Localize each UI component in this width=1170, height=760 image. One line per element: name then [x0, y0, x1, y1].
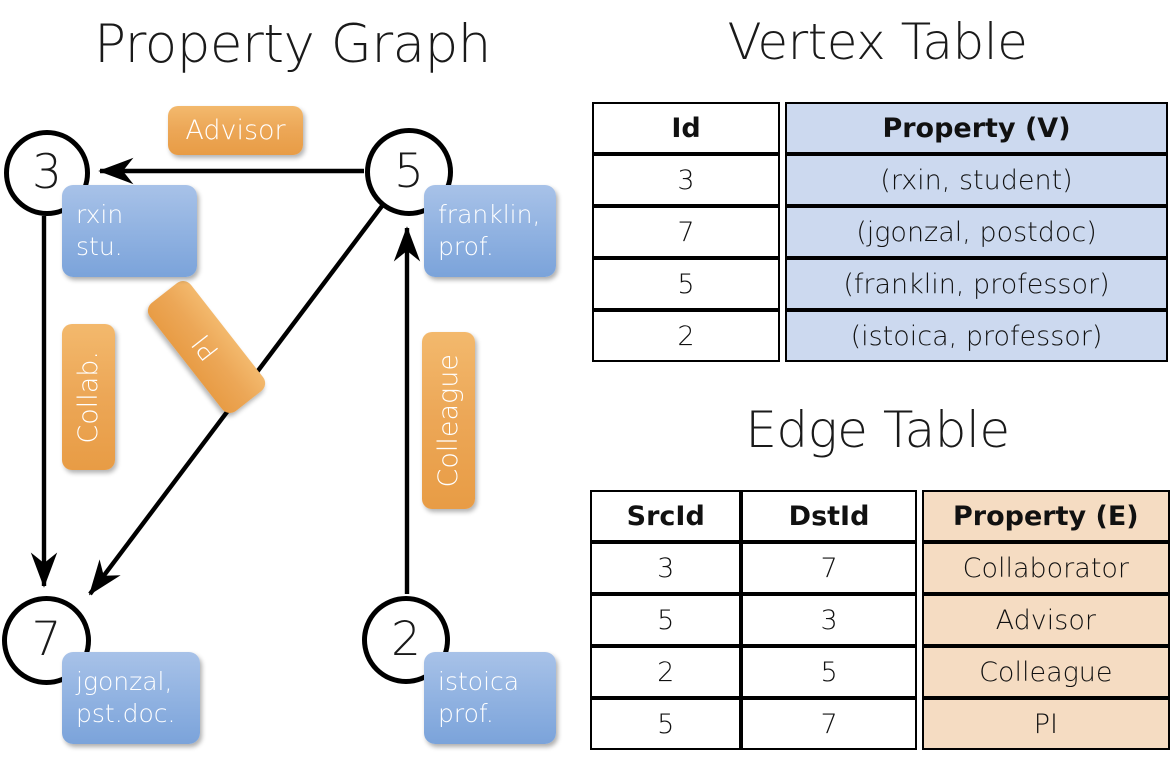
edge-row-2-dst: 5: [741, 646, 917, 698]
graph-node-2[interactable]: 2: [362, 596, 450, 684]
column-gap: [916, 698, 922, 750]
node-property-box-5: franklin, prof.: [424, 185, 556, 277]
column-gap: [916, 542, 922, 594]
node-property-box-2-line1: istoica: [438, 667, 520, 696]
graph-node-2-label: 2: [391, 611, 421, 667]
property-graph-diagram: Advisor Collab. PI Colleague 3 5 7 2 rxi…: [2, 106, 556, 744]
edge-row-1-src: 5: [590, 594, 742, 646]
table-header-row: SrcId DstId Property (E): [590, 490, 1170, 542]
table-row[interactable]: 3 7 Collaborator: [590, 542, 1170, 594]
vertex-row-0-id: 3: [592, 154, 780, 206]
column-gap: [780, 102, 785, 154]
vertex-row-3-id: 2: [592, 310, 780, 362]
node-property-box-2: istoica prof.: [424, 652, 556, 744]
node-property-box-2-line2: prof.: [438, 699, 494, 728]
edge-row-0-property: Collaborator: [921, 542, 1170, 594]
vertex-table: Id Property (V) 3 (rxin, student) 7 (jgo…: [592, 102, 1168, 362]
table-row[interactable]: 7 (jgonzal, postdoc): [592, 206, 1168, 258]
edge-label-colleague: Colleague: [422, 332, 475, 509]
vertex-row-1-property: (jgonzal, postdoc): [785, 206, 1168, 258]
edge-label-advisor-text: Advisor: [185, 115, 286, 146]
edge-row-1-dst: 3: [741, 594, 917, 646]
column-gap: [916, 646, 922, 698]
node-property-box-7-line2: pst.doc.: [76, 699, 176, 728]
table-row[interactable]: 2 5 Colleague: [590, 646, 1170, 698]
node-property-box-3: rxin stu.: [62, 185, 197, 277]
edge-row-2-property: Colleague: [921, 646, 1170, 698]
vertex-row-2-property: (franklin, professor): [785, 258, 1168, 310]
column-gap: [916, 490, 922, 542]
vertex-table-header-property: Property (V): [785, 102, 1168, 154]
edge-row-2-src: 2: [590, 646, 742, 698]
vertex-row-3-property: (istoica, professor): [785, 310, 1168, 362]
node-property-box-5-line2: prof.: [438, 232, 494, 261]
graph-node-7-label: 7: [31, 612, 62, 667]
edge-label-collab: Collab.: [62, 324, 115, 470]
edge-row-3-src: 5: [590, 698, 742, 750]
edge-table: SrcId DstId Property (E) 3 7 Collaborato…: [590, 490, 1170, 750]
edge-table-header-property: Property (E): [921, 490, 1170, 542]
node-property-box-7-line1: jgonzal,: [76, 667, 173, 696]
edge-label-advisor: Advisor: [168, 106, 303, 155]
edge-label-pi-text: PI: [186, 327, 227, 367]
node-property-box-5-line1: franklin,: [438, 200, 541, 229]
node-property-box-3-line1: rxin: [76, 200, 124, 229]
vertex-table-header-id: Id: [592, 102, 780, 154]
column-gap: [780, 154, 785, 206]
edge-table-header-srcid: SrcId: [590, 490, 742, 542]
table-row[interactable]: 2 (istoica, professor): [592, 310, 1168, 362]
table-row[interactable]: 5 (franklin, professor): [592, 258, 1168, 310]
column-gap: [780, 258, 785, 310]
graph-node-3-label: 3: [32, 144, 62, 200]
graph-node-5-label: 5: [394, 143, 424, 199]
vertex-row-1-id: 7: [592, 206, 780, 258]
column-gap: [780, 310, 785, 362]
edge-row-1-property: Advisor: [921, 594, 1170, 646]
page-title-vertex-table: Vertex Table: [727, 13, 1028, 71]
page-title-edge-table: Edge Table: [745, 401, 1010, 459]
table-header-row: Id Property (V): [592, 102, 1168, 154]
edge-table-header-dstid: DstId: [741, 490, 917, 542]
edge-row-0-src: 3: [590, 542, 742, 594]
table-row[interactable]: 5 7 PI: [590, 698, 1170, 750]
node-property-box-3-line2: stu.: [76, 232, 123, 261]
vertex-row-2-id: 5: [592, 258, 780, 310]
edge-label-colleague-text: Colleague: [433, 353, 464, 488]
column-gap: [780, 206, 785, 258]
edge-row-3-property: PI: [921, 698, 1170, 750]
edge-row-3-dst: 7: [741, 698, 917, 750]
page-title-property-graph: Property Graph: [94, 14, 491, 75]
table-row[interactable]: 5 3 Advisor: [590, 594, 1170, 646]
edge-row-0-dst: 7: [741, 542, 917, 594]
vertex-row-0-property: (rxin, student): [785, 154, 1168, 206]
column-gap: [916, 594, 922, 646]
graph-node-5[interactable]: 5: [365, 128, 453, 216]
table-row[interactable]: 3 (rxin, student): [592, 154, 1168, 206]
edge-label-collab-text: Collab.: [73, 350, 104, 444]
node-property-box-7: jgonzal, pst.doc.: [62, 652, 200, 744]
